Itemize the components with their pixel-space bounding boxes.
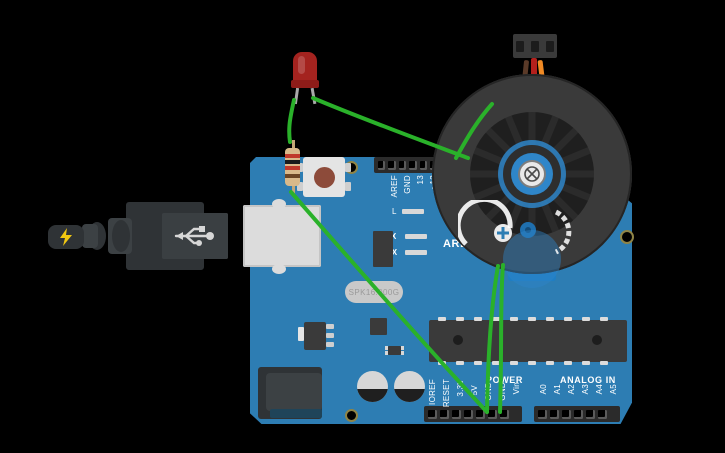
header-pin-5v[interactable]: [463, 409, 473, 419]
header-pin[interactable]: [409, 160, 417, 170]
voltage-regulator: [298, 322, 334, 350]
servo-mount-flange-right: [554, 209, 572, 255]
power-group-label: POWER: [486, 375, 524, 385]
usb-cable-segment: [82, 224, 98, 248]
connector-slot: [516, 40, 525, 52]
analog-group-label: ANALOG IN: [560, 375, 616, 385]
resistor-band-3: [285, 166, 300, 170]
usb-port-tab: [272, 264, 286, 274]
header-pin[interactable]: [419, 160, 427, 170]
header-pin-reset[interactable]: [439, 409, 449, 419]
smd-chip-small: [385, 346, 404, 355]
status-led-rx: [405, 250, 427, 255]
status-led-label-l: L: [392, 207, 397, 216]
wire-servo-signal-to-gnd[interactable]: [485, 264, 500, 414]
usb-port-tab: [272, 199, 286, 209]
crystal-label: SPK16.000G: [348, 287, 400, 297]
usb-icon: [174, 226, 214, 246]
header-pin[interactable]: [377, 160, 385, 170]
header-pin-gnd2[interactable]: [487, 409, 497, 419]
led-flange: [291, 80, 319, 88]
header-pin-ioref[interactable]: [427, 409, 437, 419]
wire-servo-signal-to-pin5[interactable]: [454, 102, 494, 160]
header-pin-gnd[interactable]: [475, 409, 485, 419]
servo-mount-flange-left: [458, 200, 513, 246]
reset-button[interactable]: [297, 157, 351, 197]
status-led-tx: [405, 234, 427, 239]
header-pin-a4[interactable]: [585, 409, 595, 419]
mounting-hole: [345, 409, 358, 422]
power-header[interactable]: [424, 406, 522, 422]
resistor[interactable]: [285, 148, 300, 186]
header-pin[interactable]: [388, 160, 396, 170]
dc-power-jack[interactable]: [258, 367, 322, 419]
power-indicator: [48, 225, 84, 249]
servo-lower-gear: [503, 230, 561, 288]
resistor-band-1: [285, 154, 300, 158]
status-led-l: [402, 209, 424, 214]
header-pin-vin[interactable]: [499, 409, 509, 419]
smd-ic: [373, 231, 393, 267]
header-pin-a5[interactable]: [597, 409, 607, 419]
connector-slot: [530, 40, 539, 52]
servo-lower-pivot-dot: [525, 227, 531, 233]
crystal-oscillator: SPK16.000G: [345, 281, 403, 303]
wire-led-anode-to-pin9[interactable]: [311, 96, 470, 160]
wire-resistor-to-gnd[interactable]: [289, 190, 489, 414]
header-pin-3v3[interactable]: [451, 409, 461, 419]
resistor-band-4: [285, 174, 300, 178]
usb-cable-ring: [112, 220, 130, 252]
header-pin-a0[interactable]: [537, 409, 547, 419]
resistor-band-2: [285, 160, 300, 164]
header-pin-a3[interactable]: [573, 409, 583, 419]
servo-hub-screw[interactable]: [518, 160, 546, 188]
led-highlight: [298, 56, 305, 74]
electrolytic-capacitor: [357, 371, 388, 402]
atmega-microcontroller: [429, 317, 627, 365]
header-pin-a1[interactable]: [549, 409, 559, 419]
smd-chip: [370, 318, 387, 335]
header-pin[interactable]: [398, 160, 406, 170]
screw-cross-icon: [524, 166, 540, 182]
connector-slot: [545, 40, 554, 52]
mounting-hole: [620, 230, 634, 244]
wire-led-cathode-to-resistor[interactable]: [287, 98, 296, 144]
servo-connector[interactable]: [513, 34, 557, 58]
wire-servo-power-to-5v[interactable]: [498, 263, 505, 414]
resistor-lead-bottom: [292, 182, 295, 196]
analog-header[interactable]: [534, 406, 620, 422]
lightning-bolt-icon: [60, 228, 72, 246]
resistor-lead-top: [292, 140, 295, 154]
electrolytic-capacitor: [394, 371, 425, 402]
usb-port[interactable]: [243, 205, 321, 267]
header-pin-a2[interactable]: [561, 409, 571, 419]
